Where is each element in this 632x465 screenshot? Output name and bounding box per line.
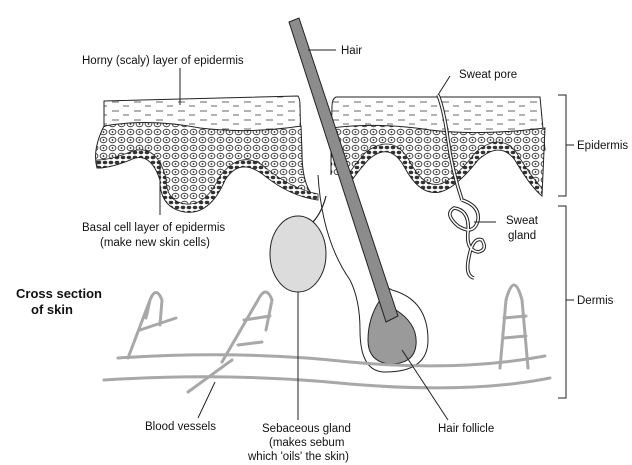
label-hair-follicle: Hair follicle xyxy=(438,423,494,435)
vessel-main-upper xyxy=(118,355,545,366)
label-epidermis: Epidermis xyxy=(577,140,628,152)
label-sebaceous-gland-line-3: which 'oils' the skin) xyxy=(247,451,349,463)
blood-vessels xyxy=(104,285,550,392)
dermis-bracket xyxy=(558,206,566,398)
label-sweat-gland-line-2: gland xyxy=(508,230,536,242)
diagram-title-line-1: Cross section xyxy=(16,286,102,301)
capillary-loop-3 xyxy=(500,285,528,368)
hair-follicle-structure xyxy=(270,18,428,372)
label-sebaceous-gland-line-1: Sebaceous gland xyxy=(262,423,351,435)
epidermis-right-block xyxy=(331,97,545,196)
label-basal-layer-line-1: Basal cell layer of epidermis xyxy=(82,222,225,234)
label-sweat-pore: Sweat pore xyxy=(459,69,517,81)
epidermis-left-block xyxy=(96,96,318,212)
label-horny-layer: Horny (scaly) layer of epidermis xyxy=(82,55,244,67)
label-dermis: Dermis xyxy=(577,295,614,307)
capillary-loop-2 xyxy=(222,292,272,362)
label-sebaceous-gland-line-2: (makes sebum xyxy=(269,437,344,449)
label-sweat-gland-line-1: Sweat xyxy=(506,215,539,227)
brackets xyxy=(558,95,566,398)
capillary-loop-2b xyxy=(238,342,262,345)
sebaceous-gland xyxy=(270,216,326,292)
epidermis-bracket xyxy=(558,95,566,196)
capillary-loop-1b xyxy=(140,318,176,330)
diagram-title-line-2: of skin xyxy=(31,302,73,317)
label-blood-vessels: Blood vessels xyxy=(145,421,216,433)
label-hair: Hair xyxy=(341,45,362,57)
vessel-main-lower xyxy=(104,377,550,388)
label-basal-layer-line-2: (make new skin cells) xyxy=(100,237,210,249)
